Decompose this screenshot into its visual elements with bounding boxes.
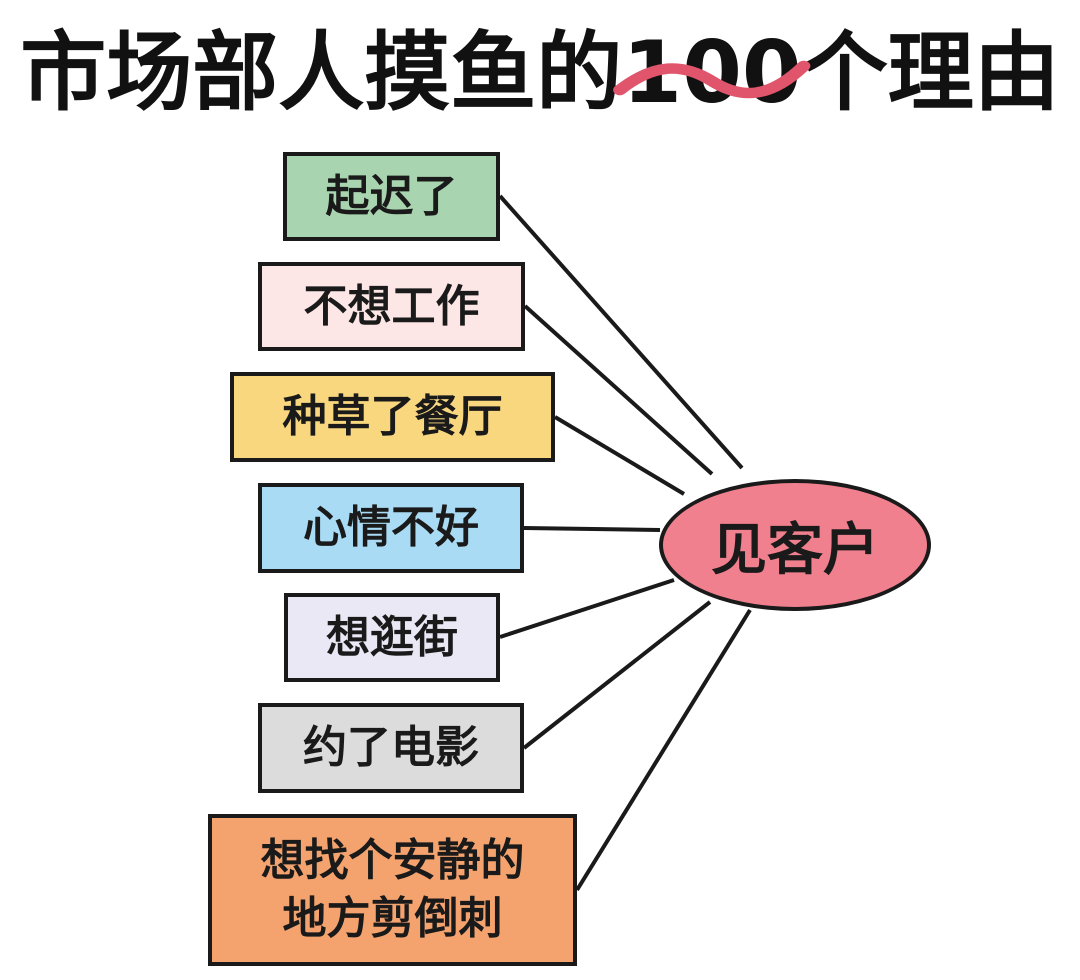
reason-box-bad-mood: 心情不好 (258, 483, 524, 573)
reason-label: 想逛街 (326, 611, 458, 663)
reason-label: 不想工作 (303, 280, 480, 332)
connector-line-6 (522, 600, 712, 750)
reason-box-shopping: 想逛街 (284, 593, 500, 682)
reason-box-movie: 约了电影 (258, 703, 524, 793)
reason-box-late: 起迟了 (283, 152, 500, 241)
reason-box-no-work: 不想工作 (258, 262, 525, 351)
title-struck-number: 100 (613, 18, 811, 128)
center-label: 见客户 (711, 517, 879, 583)
connector-line-5 (499, 578, 675, 639)
connector-line-1 (498, 194, 744, 470)
connector-line-4 (523, 526, 661, 532)
page-title: 市场部人摸鱼的100 个理由 (0, 18, 1080, 128)
connector-line-3 (553, 415, 686, 496)
reason-box-hangnail: 想找个安静的 地方剪倒刺 (208, 814, 577, 966)
center-node-meet-client: 见客户 (659, 479, 931, 611)
reason-label: 心情不好 (303, 502, 479, 553)
strike-scribble (613, 60, 811, 99)
connector-line-2 (523, 304, 714, 476)
reason-label-line-1: 想找个安静的 (260, 835, 525, 886)
title-prefix: 市场部人摸鱼的 (20, 23, 623, 123)
title-suffix: 个理由 (801, 23, 1060, 123)
reason-label-line-2: 地方剪倒刺 (282, 893, 503, 944)
connector-line-7 (575, 608, 752, 892)
reason-label: 约了电影 (303, 722, 479, 773)
reason-label: 起迟了 (325, 170, 458, 222)
reason-label: 种草了餐厅 (282, 391, 503, 442)
reason-box-restaurant: 种草了餐厅 (230, 372, 555, 462)
